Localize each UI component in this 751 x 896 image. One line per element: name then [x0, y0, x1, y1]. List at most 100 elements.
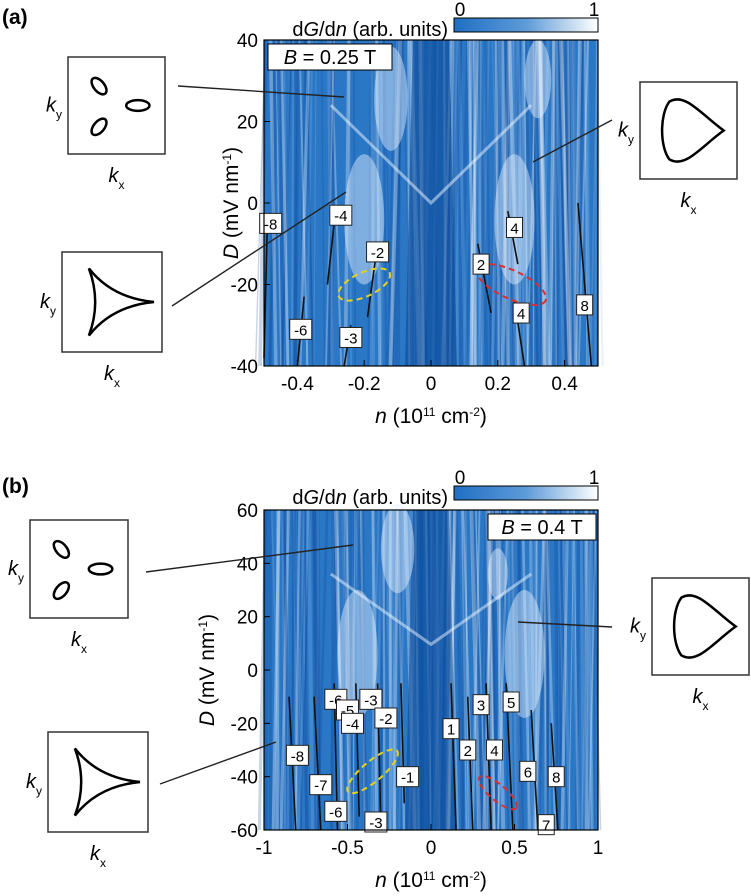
crossing-feature: [329, 572, 533, 647]
label-text: 6: [524, 764, 532, 781]
inset-leader-line: [171, 191, 347, 307]
field-label: B = 0.25 T: [284, 47, 376, 69]
inset-frame: [639, 81, 738, 180]
colorbar: [453, 485, 599, 501]
fan-line: [450, 683, 457, 831]
x-tick-label: -0.5: [331, 838, 364, 859]
label-text: 5: [507, 695, 515, 712]
y-tick-label: 40: [237, 31, 258, 52]
x-tick-label: 0.5: [501, 838, 527, 859]
pocket: [52, 581, 71, 601]
landau-level-label: -6: [289, 318, 313, 340]
inset-ky-label: ky: [46, 95, 62, 122]
label-text: -7: [314, 778, 327, 795]
colorbar-max: 1: [589, 0, 600, 21]
label-box: [339, 326, 363, 348]
inset-ky-label: ky: [26, 771, 42, 798]
inset-leader-line: [177, 85, 345, 98]
x-tick-label: 0: [426, 374, 437, 395]
inset-frame: [651, 577, 750, 676]
label-box: [309, 774, 333, 796]
y-tick-label: -20: [231, 276, 258, 297]
label-box: [472, 694, 490, 716]
inset-leader-line: [532, 119, 613, 163]
label-text: 4: [517, 306, 525, 323]
inset-kx-label: kx: [90, 843, 106, 870]
x-tick-label: 0.4: [551, 374, 578, 395]
label-box: [547, 766, 565, 788]
bright-feature: [374, 46, 408, 151]
fermi-contour: [672, 594, 738, 659]
label-text: 8: [552, 770, 560, 787]
label-box: [442, 718, 460, 740]
label-box: [472, 253, 490, 275]
label-box: [374, 707, 398, 729]
fan-line: [577, 202, 593, 367]
landau-level-label: -4: [329, 204, 353, 226]
inset-kx-label: kx: [681, 190, 697, 217]
landau-level-label: 3: [472, 694, 490, 716]
label-text: -4: [334, 208, 347, 225]
x-axis-label: n (1011 cm-2): [375, 405, 487, 428]
crossing-feature: [329, 104, 533, 206]
label-text: 3: [477, 698, 485, 715]
fermi-contour: [660, 98, 726, 163]
field-label-box: [267, 43, 393, 71]
y-axis-label: D (mV nm-1): [196, 614, 219, 726]
label-box: [341, 712, 365, 734]
label-text: 2: [477, 257, 485, 274]
inset-leader-line: [145, 544, 354, 573]
label-box: [366, 241, 390, 263]
label-text: -3: [344, 330, 357, 347]
pocket: [52, 539, 71, 559]
landau-level-label: 4: [506, 216, 523, 238]
landau-level-label: -6: [324, 800, 348, 822]
y-tick-label: -60: [231, 821, 258, 842]
x-tick-label: -0.2: [348, 374, 381, 395]
label-box: [502, 691, 520, 713]
label-text: -8: [264, 216, 277, 233]
landau-level-label: 4: [512, 302, 530, 324]
label-box: [396, 766, 420, 788]
label-text: -3: [364, 692, 377, 709]
inset-kx-label: kx: [71, 629, 87, 656]
panel-label: (b): [2, 475, 29, 498]
label-text: 4: [490, 743, 498, 760]
label-box: [519, 760, 537, 782]
label-text: 4: [510, 220, 518, 237]
label-box: [576, 294, 594, 316]
landau-level-label: -2: [366, 241, 390, 263]
landau-level-label: -3: [359, 688, 383, 710]
label-box: [329, 204, 353, 226]
label-box: [289, 318, 313, 340]
colorbar-label: dG/dn (arb. units): [292, 487, 448, 509]
label-text: 2: [464, 743, 472, 760]
label-text: -6: [329, 804, 342, 821]
landau-level-label: -3: [364, 811, 388, 833]
label-box: [285, 744, 309, 766]
bright-feature: [380, 503, 415, 594]
label-box: [506, 216, 523, 238]
fan-line: [326, 223, 335, 285]
landau-level-label: -8: [285, 744, 309, 766]
x-tick-label: -0.4: [281, 374, 314, 395]
landau-level-label: -2: [374, 707, 398, 729]
x-tick-label: -1: [256, 838, 273, 859]
y-tick-label: 20: [237, 113, 258, 134]
yellow-dashed-ellipse: [346, 748, 399, 795]
fermi-surface-inset: ky kx: [26, 731, 149, 870]
x-tick-label: 0: [426, 838, 437, 859]
label-box: [324, 800, 348, 822]
label-text: 8: [580, 298, 588, 315]
yellow-dashed-ellipse: [337, 267, 392, 302]
label-box: [459, 739, 477, 761]
y-tick-label: -40: [231, 768, 258, 789]
landau-level-label: 6: [519, 760, 537, 782]
landau-level-label: -7: [309, 774, 333, 796]
